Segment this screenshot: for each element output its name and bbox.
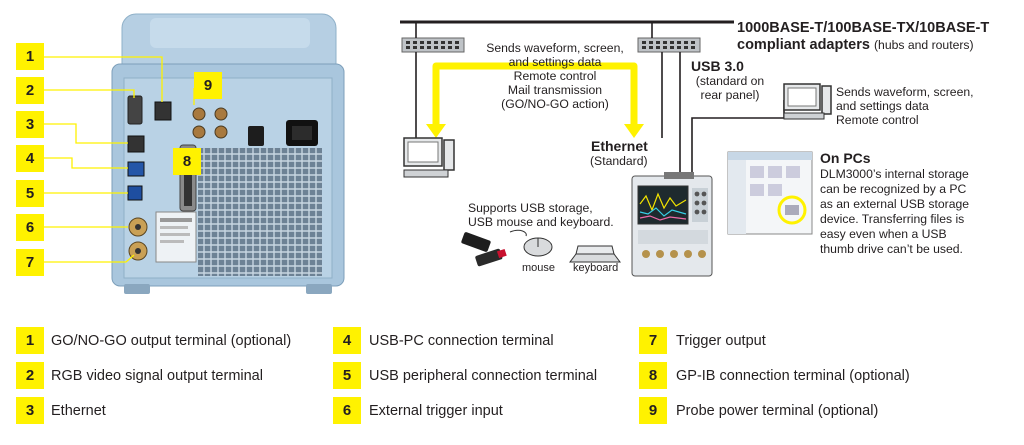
legend-text-9: Probe power terminal (optional) xyxy=(676,403,879,419)
callout-badge-6: 6 xyxy=(16,214,44,241)
ethernet-note-line: (GO/NO-GO action) xyxy=(501,97,609,111)
usb-storage-note: Supports USB storage, USB mouse and keyb… xyxy=(468,201,614,229)
usb-sub-line: (standard on xyxy=(695,74,765,88)
legend-badge-4: 4 xyxy=(333,327,361,354)
legend-badge-3: 3 xyxy=(16,397,44,424)
callout-badge-1: 1 xyxy=(16,43,44,70)
legend-badge-1: 1 xyxy=(16,327,44,354)
legend-badge-5: 5 xyxy=(333,362,361,389)
legend-text-6: External trigger input xyxy=(369,403,503,419)
mouse-label: mouse xyxy=(522,262,556,274)
adapters-title-line2: compliant adapters (hubs and routers) xyxy=(737,37,974,54)
hub-right-icon xyxy=(637,37,701,53)
pc-explorer-screenshot xyxy=(727,151,813,235)
oscilloscope-front-icon xyxy=(631,172,713,277)
on-pcs-line: thumb drive can’t be used. xyxy=(820,242,963,256)
legend-text-4: USB-PC connection terminal xyxy=(369,333,554,349)
pc-right-line: Sends waveform, screen, xyxy=(836,85,974,99)
legend-badge-7: 7 xyxy=(639,327,667,354)
adapters-title: 1000BASE-T/100BASE-TX/10BASE-T xyxy=(737,20,990,36)
ethernet-note-line: Sends waveform, screen, xyxy=(486,41,624,55)
callout-badge-8: 8 xyxy=(173,148,201,175)
legend-text-2: RGB video signal output terminal xyxy=(51,368,263,384)
ethernet-note-line: and settings data xyxy=(508,55,602,69)
ethernet-label: Ethernet xyxy=(591,138,648,154)
legend-badge-6: 6 xyxy=(333,397,361,424)
legend-badge-2: 2 xyxy=(16,362,44,389)
callout-badge-7: 7 xyxy=(16,249,44,276)
keyboard-icon xyxy=(569,245,621,263)
usb-storage-line: Supports USB storage, xyxy=(468,201,593,215)
legend-text-3: Ethernet xyxy=(51,403,106,419)
ethernet-flow-arrow xyxy=(432,62,638,126)
pc-right-line: Remote control xyxy=(836,113,919,127)
ethernet-note-line: Remote control xyxy=(513,69,597,83)
usb-label: USB 3.0 xyxy=(691,58,744,74)
usb-drive-icon xyxy=(461,232,507,267)
on-pcs-line: DLM3000’s internal storage xyxy=(820,167,969,181)
oscilloscope-rear-panel xyxy=(111,13,345,294)
adapters-title-2: compliant adapters xyxy=(737,37,870,53)
callout-badge-5: 5 xyxy=(16,180,44,207)
callout-badge-3: 3 xyxy=(16,111,44,138)
on-pcs-title: On PCs xyxy=(820,150,871,166)
legend-text-5: USB peripheral connection terminal xyxy=(369,368,598,384)
callout-leaders xyxy=(44,56,195,263)
mouse-icon xyxy=(509,229,553,257)
rear-panel-diagram xyxy=(44,13,345,294)
on-pcs-line: as an external USB storage xyxy=(820,197,970,211)
callout-badge-9: 9 xyxy=(194,72,222,99)
on-pcs-line: can be recognized by a PC xyxy=(820,182,967,196)
usb-sublabel: (standard on rear panel) xyxy=(688,74,772,102)
pc-left-icon xyxy=(403,137,455,178)
ethernet-sublabel: (Standard) xyxy=(590,154,648,168)
usb-sub-line: rear panel) xyxy=(700,88,760,102)
pc-right-icon xyxy=(783,83,832,120)
callout-badge-2: 2 xyxy=(16,77,44,104)
adapters-subtitle: (hubs and routers) xyxy=(873,38,974,52)
keyboard-label: keyboard xyxy=(573,262,619,274)
legend-badge-8: 8 xyxy=(639,362,667,389)
hub-left-icon xyxy=(401,37,465,53)
callout-badge-4: 4 xyxy=(16,145,44,172)
legend-badge-9: 9 xyxy=(639,397,667,424)
on-pcs-line: easy even when a USB xyxy=(820,227,947,241)
legend-text-8: GP-IB connection terminal (optional) xyxy=(676,368,910,384)
ethernet-note-line: Mail transmission xyxy=(507,83,603,97)
on-pcs-line: device. Transferring files is xyxy=(820,212,965,226)
on-pcs-description: DLM3000’s internal storage can be recogn… xyxy=(820,167,969,257)
pc-right-line: and settings data xyxy=(836,99,929,113)
usb-storage-line: USB mouse and keyboard. xyxy=(468,215,614,229)
network-diagram xyxy=(400,20,832,277)
legend-text-7: Trigger output xyxy=(676,333,766,349)
legend-text-1: GO/NO-GO output terminal (optional) xyxy=(51,333,292,349)
ethernet-side-note: Sends waveform, screen, and settings dat… xyxy=(470,41,640,111)
pc-right-note: Sends waveform, screen, and settings dat… xyxy=(836,85,974,127)
